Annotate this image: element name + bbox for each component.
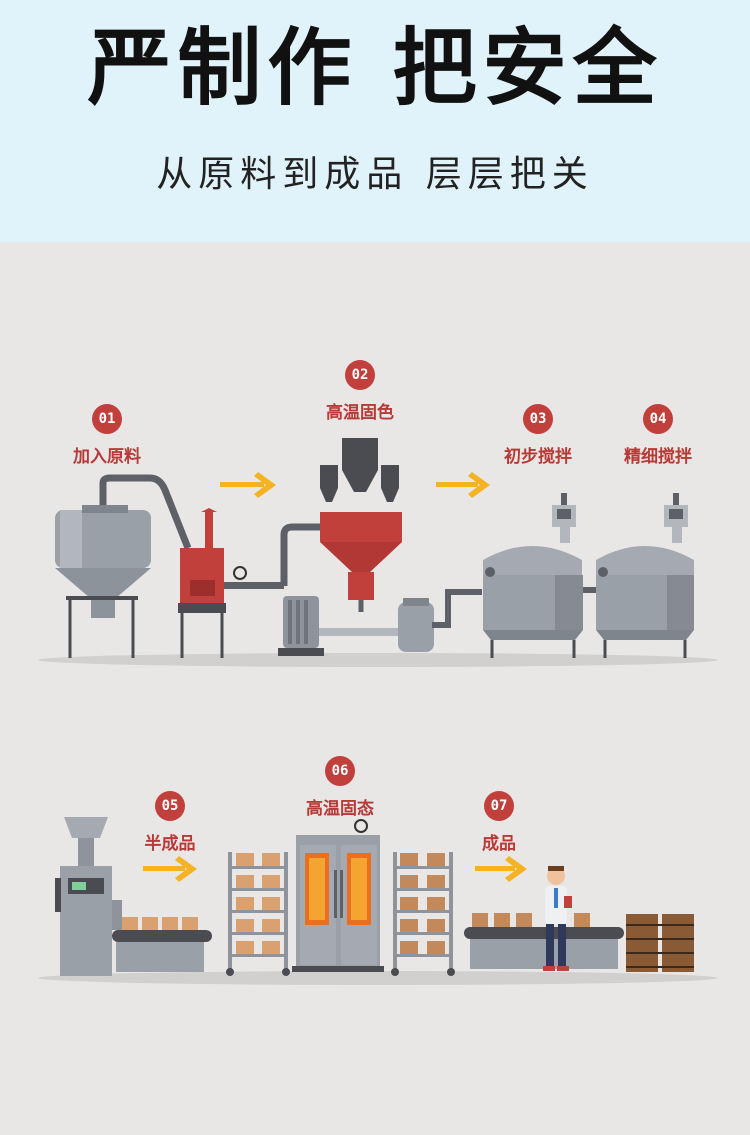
floor-shadow-row1 [38, 653, 718, 667]
red-feeder-machine [178, 508, 284, 658]
cart-rack-1 [226, 852, 290, 976]
process-stage: 01 加入原料 02 高温固色 03 初步搅拌 04 精细搅拌 05 半成品 0… [0, 242, 750, 1135]
step-label: 成品 [482, 834, 516, 854]
dough-machine [55, 817, 122, 976]
step-03: 03 初步搅拌 [493, 404, 583, 467]
step-badge: 07 [484, 791, 514, 821]
arrow-icon [475, 856, 527, 882]
mixer-machine-1 [483, 493, 583, 658]
pump-machine [278, 596, 324, 656]
page-title: 严制作 把安全 [87, 19, 663, 117]
arrow-icon [436, 472, 490, 498]
production-line-illustration [38, 438, 718, 985]
floor-shadow-row2 [38, 971, 718, 985]
step-label: 高温固态 [306, 799, 374, 819]
step-label: 精细搅拌 [624, 447, 692, 467]
conveyor-belt-2 [464, 913, 624, 969]
step-label: 半成品 [144, 834, 196, 854]
product-stack [626, 914, 694, 972]
step-label: 高温固色 [326, 403, 394, 423]
oven-machine [292, 819, 384, 972]
step-badge: 04 [643, 404, 673, 434]
page-subtitle: 从原料到成品 层层把关 [156, 154, 594, 195]
header-banner: 严制作 把安全 从原料到成品 层层把关 [0, 0, 750, 242]
step-01: 01 加入原料 [62, 404, 152, 467]
arrow-icon [143, 856, 197, 882]
step-badge: 03 [523, 404, 553, 434]
step-07: 07 成品 [454, 791, 544, 854]
conveyor-belt-1 [112, 917, 212, 972]
worker-figure [543, 866, 572, 971]
step-badge: 02 [345, 360, 375, 390]
step-label: 初步搅拌 [504, 447, 572, 467]
hopper-machine [55, 505, 151, 658]
mixer-machine-2 [596, 493, 694, 658]
step-badge: 05 [155, 791, 185, 821]
feed-pipe [99, 474, 192, 550]
step-02: 02 高温固色 [315, 360, 405, 423]
cyclone-separator [320, 438, 402, 612]
step-badge: 06 [325, 756, 355, 786]
step-05: 05 半成品 [125, 791, 215, 854]
step-04: 04 精细搅拌 [613, 404, 703, 467]
tank-machine [398, 598, 434, 652]
arrow-icon [220, 472, 276, 498]
step-label: 加入原料 [73, 447, 141, 467]
step-06: 06 高温固态 [295, 756, 385, 819]
product-stack-bands [626, 924, 694, 968]
step-badge: 01 [92, 404, 122, 434]
cart-rack-2 [391, 852, 455, 976]
